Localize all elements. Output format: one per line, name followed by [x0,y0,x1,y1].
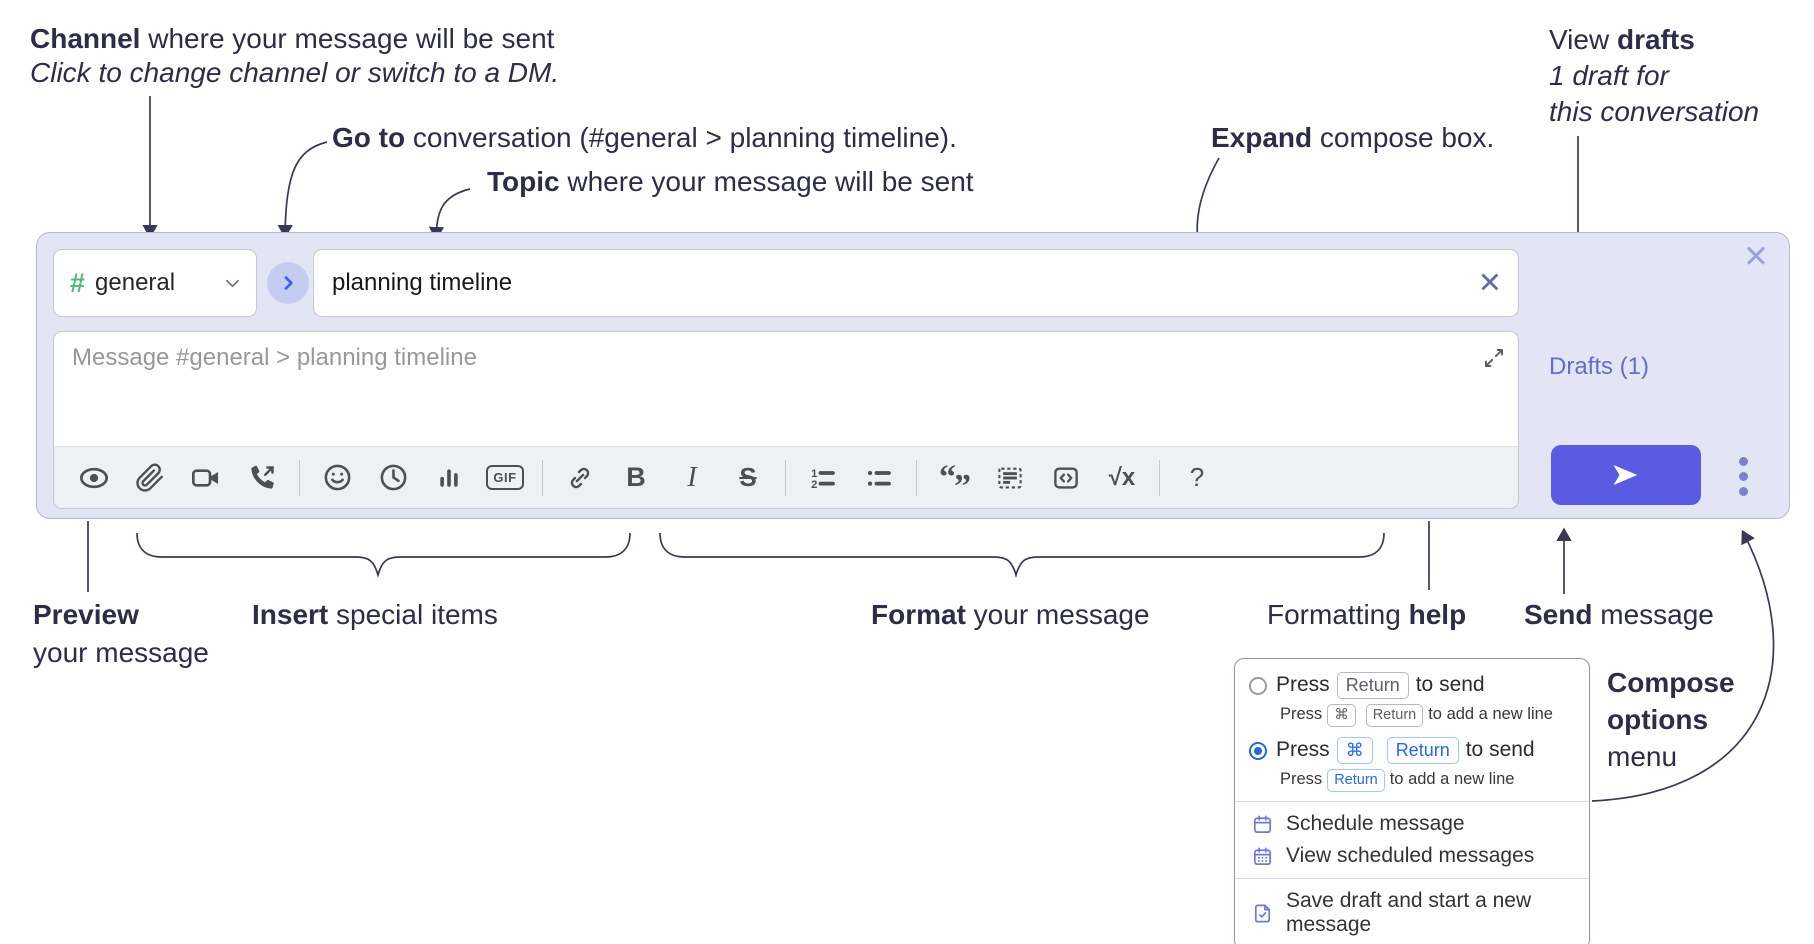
gif-icon: GIF [486,465,524,490]
paperclip-icon [136,463,163,492]
chevron-right-icon [284,276,293,290]
link-icon [570,467,590,488]
radio-unselected-icon[interactable] [1249,676,1267,695]
go-to-conversation-button[interactable] [267,262,309,304]
svg-text:1: 1 [811,467,817,479]
numbered-list-icon: 12 [811,467,835,491]
draft-check-icon [1251,902,1274,925]
global-time-button[interactable] [370,455,416,501]
compose-options-annotation: Compose options menu [1607,667,1735,772]
cmd-key: ⌘ [1327,704,1356,727]
italic-button[interactable]: I [687,461,697,493]
drafts-link[interactable]: Drafts (1) [1549,353,1650,380]
clock-icon [380,464,406,491]
message-placeholder: Message #general > planning timeline [72,344,477,371]
phone-call-icon [251,465,274,489]
calendar-icon [1251,813,1274,836]
poll-button[interactable] [426,455,472,501]
return-key: Return [1336,672,1409,699]
topic-annotation: Topic where your message will be sent [487,166,974,197]
clear-topic-icon[interactable]: ✕ [1477,267,1502,300]
send-icon [1613,465,1638,485]
formatting-help-annotation: Formatting help [1267,599,1467,630]
channel-annotation: Channel where your message will be sent … [30,23,560,88]
spoiler-button[interactable] [987,455,1033,501]
smiley-icon [324,464,350,491]
channel-hash-icon: # [70,267,86,298]
code-icon [1054,466,1078,489]
expand-compose-icon[interactable] [1482,346,1506,375]
send-annotation: Send message [1524,599,1714,630]
svg-text:2: 2 [811,479,817,491]
attach-file-button[interactable] [127,455,173,501]
schedule-message-item[interactable]: Schedule message [1235,808,1589,840]
calendar-grid-icon [1251,845,1274,868]
toolbar-divider [542,459,543,496]
topic-input[interactable]: planning timeline ✕ [313,249,1519,317]
compose-box-panel: # general planning timeline ✕ ✕ Message … [36,232,1790,519]
bold-button[interactable]: B [626,462,646,492]
ellipsis-dot [1738,456,1748,466]
return-key: Return [1386,737,1459,764]
expand-annotation: Expand compose box. [1211,122,1495,153]
insert-annotation: Insert special items [252,599,498,630]
quote-button[interactable]: “” [939,458,971,505]
toolbar-divider [785,459,786,496]
chevron-down-icon [223,274,242,293]
menu-divider [1235,801,1589,802]
return-key: Return [1365,704,1424,727]
bulleted-list-button[interactable] [856,455,902,501]
format-annotation: Format your message [871,599,1150,630]
code-button[interactable] [1043,455,1089,501]
view-scheduled-messages-item[interactable]: View scheduled messages [1235,840,1589,872]
goto-annotation: Go to conversation (#general > planning … [332,122,957,153]
channel-selector[interactable]: # general [53,249,257,317]
bulleted-list-icon [867,470,891,486]
preview-button[interactable] [71,455,117,501]
return-key: Return [1327,769,1385,792]
save-draft-item[interactable]: Save draft and start a new message [1235,885,1589,941]
bar-chart-icon [440,468,458,487]
toolbar-divider [299,459,300,496]
link-button[interactable] [557,455,603,501]
strikethrough-button[interactable]: S [739,462,757,492]
ellipsis-dot [1738,471,1748,481]
emoji-button[interactable] [314,455,360,501]
topic-value: planning timeline [332,269,513,296]
toolbar-divider [916,459,917,496]
spoiler-icon [998,467,1022,488]
gif-button[interactable]: GIF [482,455,528,501]
preview-annotation: Preview your message [33,599,209,668]
voice-call-button[interactable] [239,455,285,501]
toolbar-divider [1159,459,1160,496]
close-compose-icon[interactable]: ✕ [1743,239,1769,274]
send-button[interactable] [1551,445,1701,505]
formatting-help-button[interactable]: ? [1189,462,1205,492]
compose-options-button[interactable] [1729,449,1757,503]
drafts-annotation: View drafts 1 draft for this conversatio… [1549,24,1760,127]
menu-divider [1235,878,1589,879]
radio-selected-icon[interactable] [1249,741,1267,760]
channel-name: general [95,269,176,296]
video-call-button[interactable] [183,455,229,501]
eye-icon [80,467,108,488]
cmd-key: ⌘ [1336,737,1373,764]
math-button[interactable]: √x [1108,463,1136,491]
video-camera-icon [192,468,218,487]
ellipsis-dot [1738,486,1748,496]
message-input-area[interactable]: Message #general > planning timeline [53,331,1519,509]
